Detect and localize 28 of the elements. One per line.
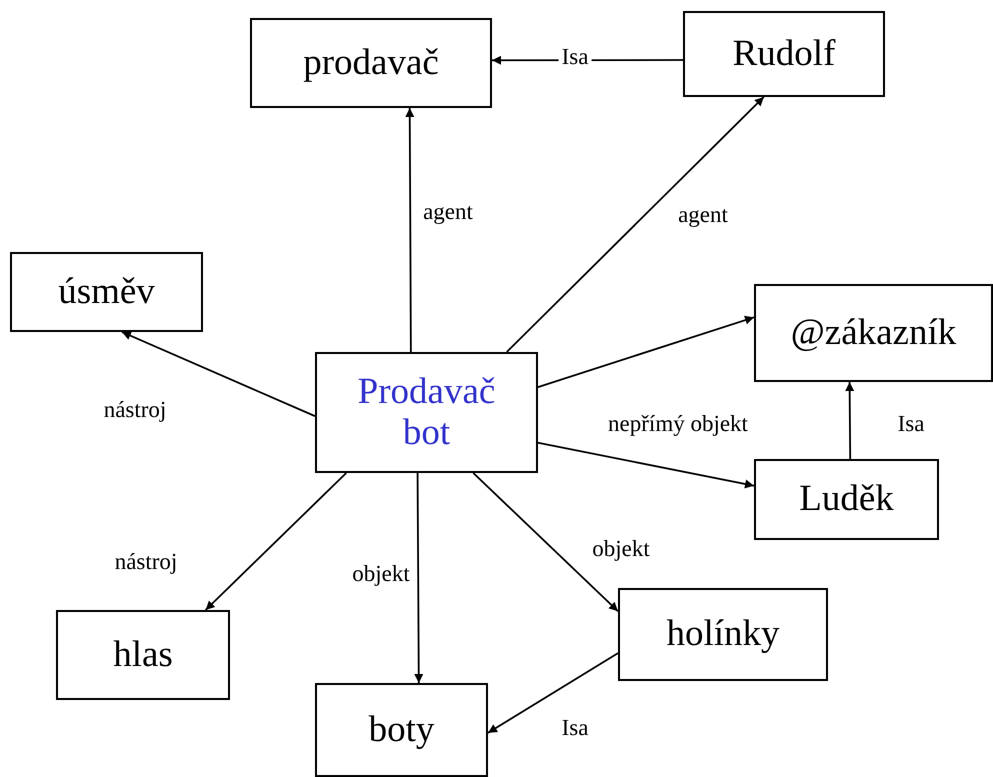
- arrow: [205, 472, 347, 611]
- arrow: [488, 652, 618, 734]
- node-label: boty: [368, 710, 434, 750]
- arrow: [538, 442, 754, 488]
- concept-box: [315, 683, 488, 777]
- node-label: Prodavač bot: [356, 372, 496, 454]
- arrow: [414, 473, 424, 683]
- concept-box: [683, 11, 885, 97]
- arrow: [472, 472, 619, 612]
- concept-box: [10, 252, 203, 332]
- node-label: Rudolf: [732, 34, 836, 74]
- node-label: hlas: [113, 634, 173, 676]
- concept-box: [754, 459, 939, 540]
- concept-box: [250, 18, 492, 108]
- node-label: Luděk: [799, 479, 894, 520]
- concept-box: [754, 284, 993, 382]
- concept-box: [618, 588, 828, 681]
- arrow: [538, 316, 754, 388]
- node-label: @zákazník: [790, 312, 956, 354]
- node-label: úsměv: [58, 272, 155, 312]
- node-label: holínky: [666, 614, 780, 655]
- concept-box: [315, 352, 538, 473]
- concept-box: [56, 610, 230, 700]
- node-label: prodavač: [303, 42, 439, 84]
- arrow: [845, 382, 854, 459]
- arrow: [506, 96, 764, 353]
- arrow: [405, 108, 414, 352]
- arrow: [122, 331, 316, 417]
